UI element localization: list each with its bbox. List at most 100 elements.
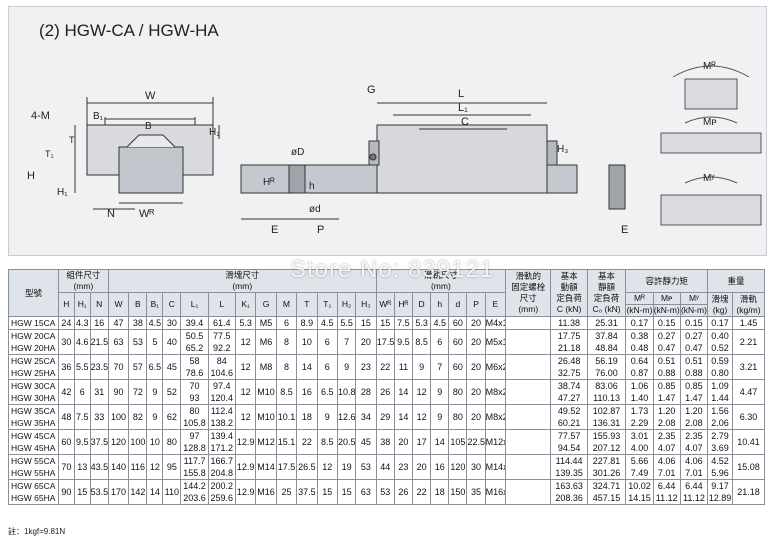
cell-value: 104.6 [210,368,234,378]
cell-value: 6.44 [657,481,676,491]
label-HR: Hᴿ [263,177,275,188]
cell-c0: 25.31 [586,316,627,330]
cell-d: 80 [448,404,468,430]
header-col-WR: Wᴿ [375,292,395,317]
cell-b: 100 [128,429,148,455]
cell-k1: 12.9 [234,429,257,455]
cell-value: 144.2 [183,481,206,491]
cell-d: 22 [411,479,432,505]
cell-p: 20 [466,404,486,430]
cell-value: 4.52 [711,456,729,466]
cell-h2: 9 [337,354,357,380]
cell-value: 1.56 [711,406,729,416]
header-col-C: C [162,292,182,317]
grease-nipple-icon [369,153,377,161]
cell-value: 0.51 [657,356,676,366]
cell-g: M16 [255,479,277,505]
cell-h2: 5.5 [337,316,357,330]
side-view [240,102,626,220]
header-col-B1: B₁ [146,292,164,317]
label-H2: H₂ [209,127,220,138]
cell-g: M6 [255,329,277,355]
cell-h2: 7 [337,329,357,355]
header-col-P: P [466,292,486,317]
cell-p: 20 [466,329,486,355]
cell-value: 58 [189,356,200,366]
label-H1: H₁ [57,187,68,198]
cell-value: 128.8 [183,443,206,453]
header-col-L1: L₁ [180,292,209,317]
model-name: HGW 30HA [11,393,56,403]
cell-h: 7 [430,354,450,380]
label-E: E [271,224,278,236]
cell-h1: 9.5 [73,429,91,455]
cell-value: 1.20 [657,406,676,416]
cell-value: 0.88 [657,368,676,378]
cell-value: 0.52 [711,343,729,353]
cell-value: 10.02 [628,481,651,491]
cell-w: 70 [107,354,130,380]
cell-k1: 5.3 [234,316,257,330]
cell-b1: 9 [146,404,164,430]
cell-value: 110.13 [593,393,620,403]
cell-d: 20 [411,454,432,480]
cell-value: 4.06 [657,456,676,466]
label-E-right: E [621,224,628,236]
model-name: HGW 55CA [11,456,56,466]
cell-n: 31 [89,379,109,405]
model-name: HGW 30CA [11,381,56,391]
cell-value: 2.08 [685,418,703,428]
cell-hr: 20 [393,429,414,455]
cell-value: 120.4 [210,393,234,403]
label-H3: H₃ [557,144,568,155]
label-MP: Mᴘ [703,117,717,128]
label-C: C [461,116,469,128]
cell-d: 12 [411,379,432,405]
cell-h: 9 [430,379,450,405]
cell-value: 76.00 [595,368,618,378]
front-view [74,97,220,210]
store-watermark: Store No: 839121 [290,256,495,283]
cell-wr: 26 [375,379,395,405]
my-block [660,194,762,226]
cell-bolt [505,454,552,480]
cell-d: 60 [448,354,468,380]
cell-mp: 0.51 0.88 [652,354,681,380]
cell-h2: 15 [337,479,357,505]
cell-b: 53 [128,329,148,355]
cell-value: 0.64 [630,356,649,366]
cell-value: 56.19 [595,356,618,366]
cell-hr: 7.5 [393,316,414,330]
cell-value: 70 [189,381,200,391]
header-col-L: L [207,292,236,317]
cell-h: 36 [57,354,75,380]
cell-value: 163.63 [555,481,583,491]
cell-h: 18 [430,479,450,505]
header-col-H: H [57,292,75,317]
cell-c: 45 [162,354,182,380]
cell-value: 1.40 [630,393,649,403]
cell-h3: 63 [355,479,377,505]
cell-h3: 15 [355,316,377,330]
cell-c: 30 [162,316,182,330]
header-col-h: h [430,292,450,317]
cell-h2: 19 [337,454,357,480]
cell-mp: 0.15 [652,316,681,330]
header-col-M: M [275,292,298,317]
cell-value: 0.80 [711,368,729,378]
cell-d: 60 [448,316,468,330]
cell-p: 35 [466,479,486,505]
header-unit-MP: (kN-m) [652,304,681,317]
